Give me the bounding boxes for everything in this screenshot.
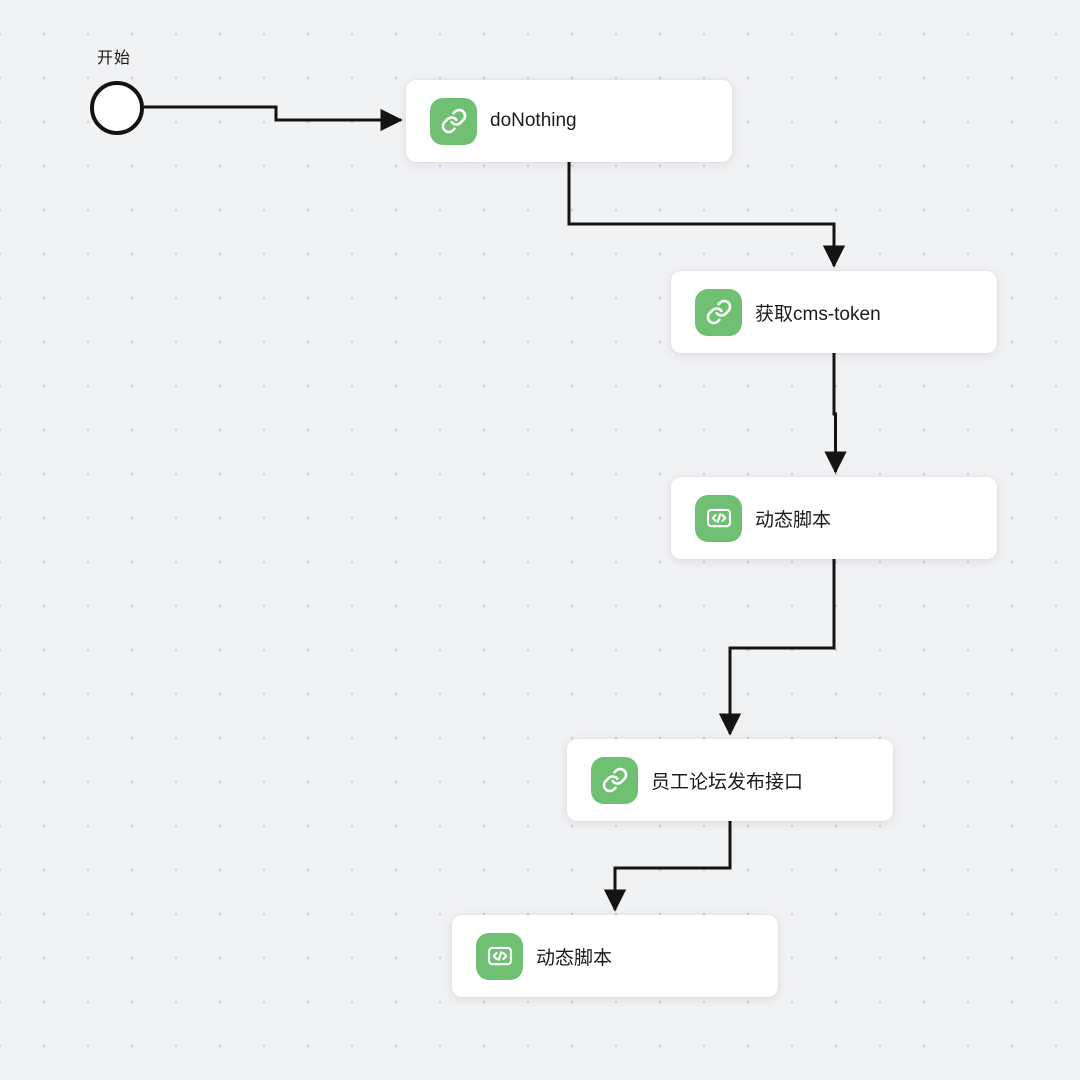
node-label: 动态脚本 [536,947,613,969]
node-label: 获取cms-token [755,303,881,325]
flow-node-donothing[interactable]: doNothing [406,80,732,162]
link-icon [591,756,638,804]
edge-get-cms-token-to-dynamic-script-1[interactable] [824,353,847,474]
start-node-label: 开始 [97,50,132,67]
code-icon [695,494,742,542]
node-label: doNothing [490,110,577,131]
code-icon [476,932,523,980]
edge-donothing-to-get-cms-token[interactable] [567,162,846,268]
edge-start-to-donothing[interactable] [144,105,403,132]
flow-node-dynamic-script-1[interactable]: 动态脚本 [671,477,997,559]
flow-node-forum-publish-api[interactable]: 员工论坛发布接口 [567,739,893,821]
start-node[interactable] [90,81,144,135]
edge-dynamic-script-1-to-forum-publish[interactable] [718,559,836,736]
node-label: 员工论坛发布接口 [651,771,804,793]
link-icon [695,288,742,336]
link-icon [430,97,477,145]
node-label: 动态脚本 [755,509,832,531]
flow-node-dynamic-script-2[interactable]: 动态脚本 [452,915,778,997]
flow-node-get-cms-token[interactable]: 获取cms-token [671,271,997,353]
edge-forum-publish-to-dynamic-script-2[interactable] [603,821,732,912]
